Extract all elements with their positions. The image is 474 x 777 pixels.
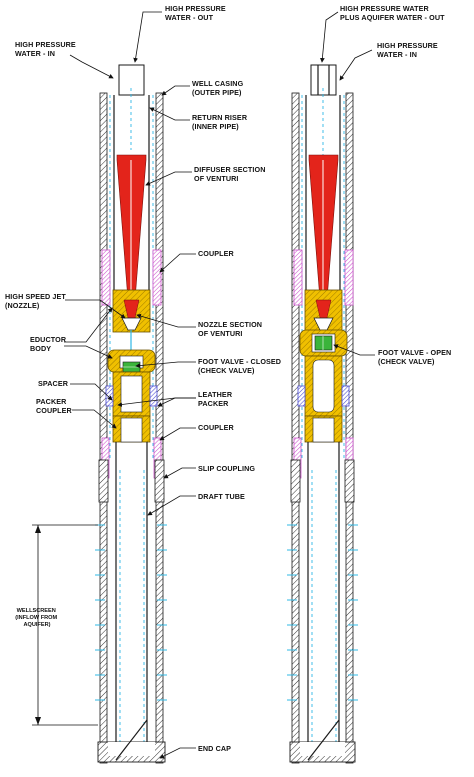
left-jet-nozzle	[121, 317, 142, 331]
label-right-hp-in: HIGH PRESSURE WATER - IN	[377, 41, 440, 59]
right-casing-wall-right	[345, 92, 354, 764]
label-foot-valve-closed: FOOT VALVE - CLOSED (CHECK VALVE)	[198, 357, 283, 375]
label-hp-out: HIGH PRESSURE WATER - OUT	[165, 4, 228, 22]
left-casing-wall-right	[155, 92, 164, 764]
labels: HIGH PRESSURE WATER - OUT HIGH PRESSURE …	[5, 4, 453, 753]
label-hp-in: HIGH PRESSURE WATER - IN	[15, 40, 78, 58]
left-pump	[95, 64, 167, 764]
right-pump	[287, 64, 358, 764]
label-leather-packer: LEATHER PACKER	[198, 390, 234, 408]
label-jet: HIGH SPEED JET (NOZZLE)	[5, 292, 68, 310]
label-eductor: EDUCTOR BODY	[30, 335, 68, 353]
label-well-casing: WELL CASING (OUTER PIPE)	[192, 79, 245, 97]
right-slip-coupling	[290, 459, 301, 503]
right-foot-valve	[314, 335, 333, 351]
label-return-riser: RETURN RISER (INNER PIPE)	[192, 113, 249, 131]
label-slip-coupling: SLIP COUPLING	[198, 464, 255, 473]
left-leather-packer	[105, 385, 114, 407]
left-coupler-upper	[152, 249, 162, 306]
left-casing-wall-left	[99, 92, 108, 764]
label-spacer: SPACER	[38, 379, 69, 388]
label-coupler-bottom: COUPLER	[198, 423, 235, 432]
left-top-pipe	[118, 64, 145, 96]
label-draft-tube: DRAFT TUBE	[198, 492, 245, 501]
right-leather-packer	[297, 385, 306, 407]
label-coupler-top: COUPLER	[198, 249, 235, 258]
label-packer-coupler: PACKER COUPLER	[36, 397, 73, 415]
label-nozzle-section: NOZZLE SECTION OF VENTURI	[198, 320, 264, 338]
label-wellscreen: WELLSCREEN (INFLOW FROM AQUIFER)	[15, 608, 59, 628]
label-foot-valve-open: FOOT VALVE - OPEN (CHECK VALVE)	[378, 348, 453, 366]
right-wellscreen-ticks	[287, 524, 358, 701]
leader-lines	[32, 11, 375, 759]
right-top-pipe	[310, 64, 337, 96]
right-casing-wall-left	[291, 92, 300, 764]
label-diffuser: DIFFUSER SECTION OF VENTURI	[194, 165, 268, 183]
label-end-cap: END CAP	[198, 744, 231, 753]
label-right-hp-out: HIGH PRESSURE WATER PLUS AQUIFER WATER -…	[340, 4, 445, 22]
left-slip-coupling	[98, 459, 109, 503]
